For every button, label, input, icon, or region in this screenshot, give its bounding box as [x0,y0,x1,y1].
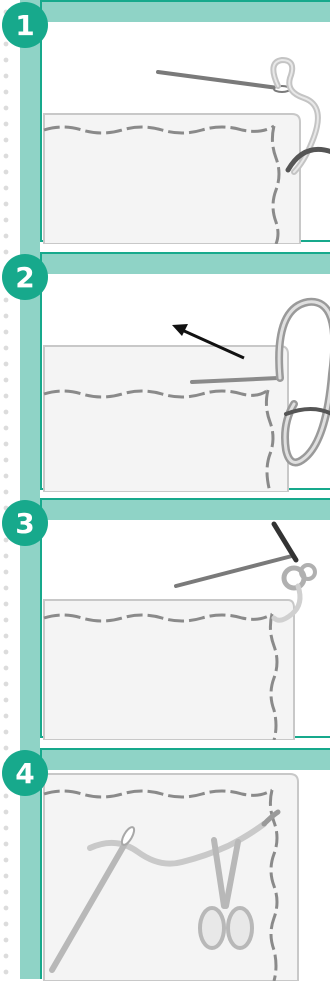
perforation-dot [3,73,9,79]
perforation-dot [3,825,9,831]
perforation-dot [3,601,9,607]
perforation-dot [3,153,9,159]
step-4-illustration [43,773,299,981]
perforation-dot [3,729,9,735]
perforation-dot [3,457,9,463]
panel-header [42,2,330,22]
perforation-dot [3,633,9,639]
perforation-dot [3,425,9,431]
perforation-dot [3,745,9,751]
perforation-dot [3,617,9,623]
perforation-dot [3,969,9,975]
perforation-dot [3,681,9,687]
panel-header [42,750,330,770]
perforation-dot [3,873,9,879]
perforation-dot [3,921,9,927]
perforation-dot [3,137,9,143]
perforation-dot [3,249,9,255]
perforation-dot [3,41,9,47]
perforation-dot [3,841,9,847]
perforation-dot [3,121,9,127]
step-3-illustration [43,521,317,740]
perforation-dots [3,9,9,975]
perforation-dot [3,793,9,799]
perforation-dot [3,329,9,335]
perforation-dot [3,857,9,863]
perforation-dot [3,185,9,191]
perforation-dot [3,345,9,351]
perforation-dot [3,553,9,559]
step-number-badge: 3 [2,500,48,546]
perforation-dot [3,585,9,591]
step-panel-4: 4 [2,748,330,981]
perforation-dot [3,105,9,111]
perforation-dot [3,537,9,543]
perforation-dot [3,217,9,223]
perforation-dot [3,953,9,959]
perforation-dot [3,313,9,319]
step-panel-3: 3 [2,498,330,740]
perforation-dot [3,393,9,399]
perforation-dot [3,409,9,415]
step-1-illustration [43,56,330,244]
perforation-dot [3,649,9,655]
perforation-dot [3,473,9,479]
perforation-dot [3,441,9,447]
perforation-dot [3,665,9,671]
perforation-dot [3,905,9,911]
perforation-dot [3,713,9,719]
perforation-dot [3,89,9,95]
perforation-dot [3,889,9,895]
step-panel-2: 2 [2,252,330,492]
step-number-badge: 4 [2,750,48,796]
perforation-dot [3,377,9,383]
perforation-dot [3,489,9,495]
perforation-dot [3,233,9,239]
step-number-badge: 2 [2,254,48,300]
perforation-dot [3,937,9,943]
perforation-dot [3,297,9,303]
perforation-dot [3,809,9,815]
perforation-dot [3,361,9,367]
step-2-illustration [43,297,330,492]
panel-header [42,500,330,520]
perforation-dot [3,57,9,63]
perforation-dot [3,569,9,575]
step-panel-1: 1 [2,0,330,244]
perforation-dot [3,201,9,207]
step-number-badge: 1 [2,2,48,48]
perforation-dot [3,697,9,703]
perforation-dot [3,169,9,175]
teal-side-strip [20,0,40,979]
panel-header [42,254,330,274]
